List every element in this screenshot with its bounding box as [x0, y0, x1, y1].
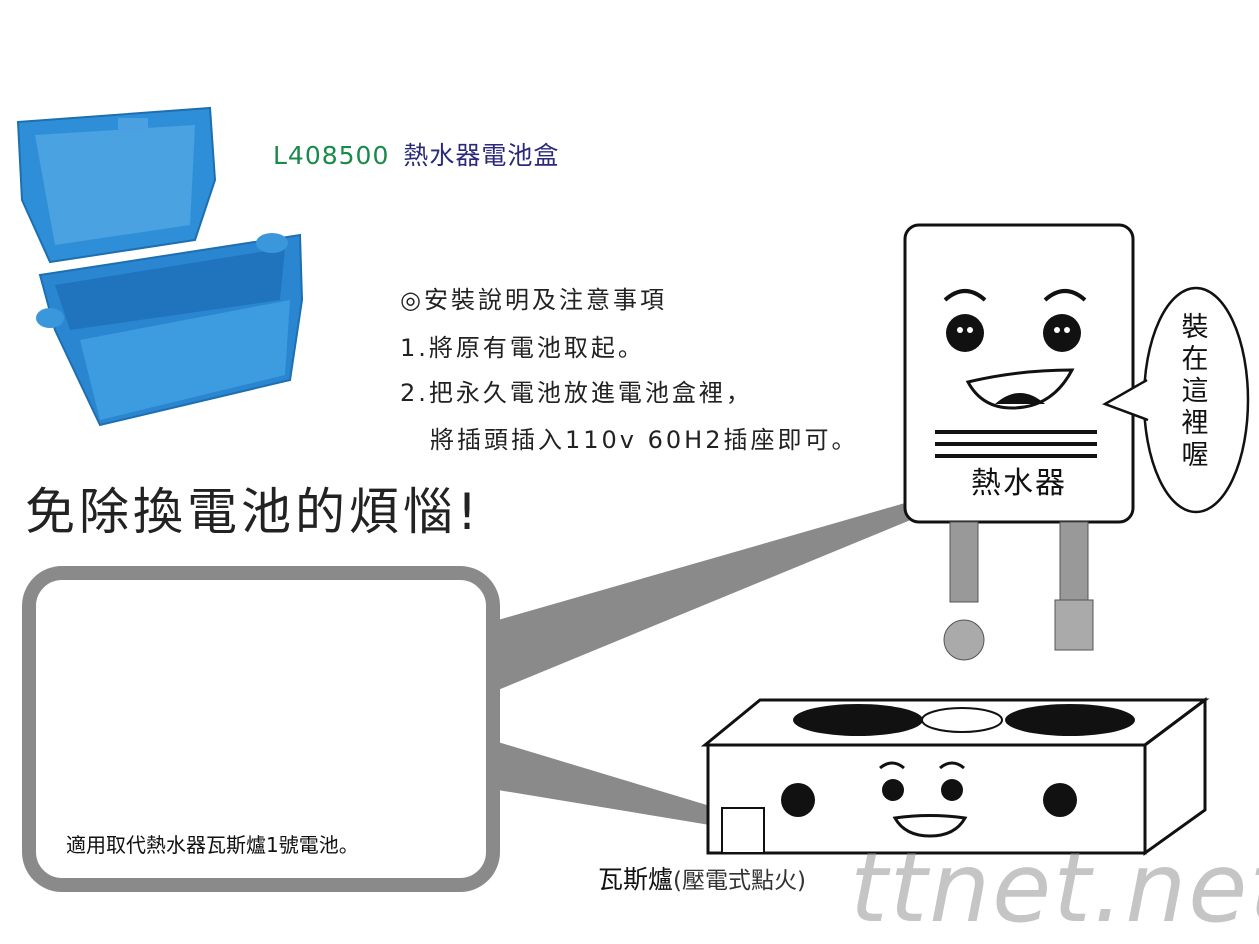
speech-bubble	[1102, 286, 1250, 514]
water-heater-character	[903, 223, 1135, 661]
stove-sublabel: (壓電式點火)	[673, 868, 806, 894]
usage-panel	[22, 566, 500, 892]
gas-stove-character	[700, 697, 1210, 856]
stove-name: 瓦斯爐	[598, 865, 674, 894]
speech-bubble-text: 裝在這裡喔	[1181, 312, 1209, 471]
instruction-step-2: 2.把永久電池放進電池盒裡，	[400, 379, 753, 407]
panel-caption: 適用取代熱水器瓦斯爐1號電池。	[66, 833, 359, 857]
product-code: L408500	[273, 141, 390, 170]
product-name: 熱水器電池盒	[403, 141, 560, 170]
stove-label: 瓦斯爐(壓電式點火)	[598, 864, 806, 897]
product-title: L408500 熱水器電池盒	[273, 140, 559, 172]
instruction-step-2-cont: 將插頭插入110v 60H2插座即可。	[430, 426, 859, 454]
callout-beam-heater	[498, 503, 930, 690]
heater-label: 熱水器	[971, 466, 1067, 501]
instruction-step-1: 1.將原有電池取起。	[400, 334, 645, 362]
callout-beam-stove	[498, 742, 740, 830]
headline: 免除換電池的煩惱!	[25, 483, 482, 541]
battery-box-photo	[16, 106, 304, 427]
instructions-heading: ◎安裝說明及注意事項	[400, 286, 667, 314]
watermark: ttnet.net	[850, 832, 1259, 944]
